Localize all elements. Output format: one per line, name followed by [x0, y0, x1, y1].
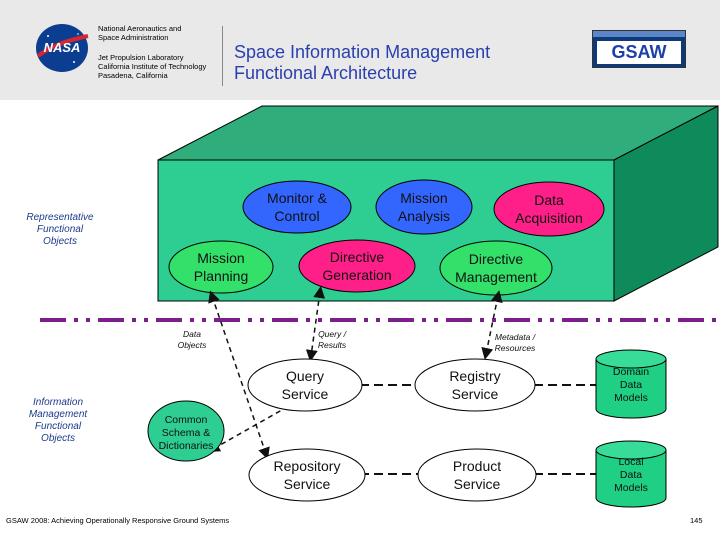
- page-number: 145: [690, 516, 703, 525]
- directive-management-label: Directive Management: [440, 241, 552, 295]
- data-acquisition-label: Data Acquisition: [494, 182, 604, 236]
- metadata-resources-label: Metadata / Resources: [482, 332, 548, 354]
- org-name: National Aeronautics and Space Administr…: [98, 24, 181, 42]
- label-line: Planning: [193, 268, 249, 284]
- label-line: Dictionaries: [158, 440, 214, 452]
- label-line: Query: [285, 368, 325, 384]
- label-line: Schema &: [161, 427, 211, 439]
- label-line: Objects: [43, 236, 77, 247]
- label-line: Query /: [318, 329, 346, 339]
- label-line: Management: [28, 409, 88, 420]
- query-results-label: Query / Results: [302, 329, 362, 351]
- local-models-label: Local Data Models: [596, 456, 666, 495]
- label-line: Results: [317, 340, 347, 350]
- directive-generation-oval: [298, 239, 416, 293]
- domain-models-label: Domain Data Models: [596, 366, 666, 405]
- page-title: Space Information Management Functional …: [234, 42, 564, 84]
- domain-models-cylinder: [595, 349, 667, 419]
- org-line: National Aeronautics and: [98, 24, 182, 33]
- label-line: Directive: [329, 249, 385, 265]
- gsaw-logo-plate: GSAW: [597, 41, 681, 64]
- org-line: Space Administration: [98, 33, 169, 42]
- title-line: Space Information Management: [234, 42, 491, 62]
- label-line: Models: [614, 482, 648, 494]
- gsaw-logo-text: GSAW: [611, 42, 667, 62]
- label-line: Acquisition: [515, 210, 583, 226]
- jpl-line: California Institute of Technology: [98, 62, 207, 71]
- label-line: Resources: [494, 343, 536, 353]
- monitor-control-label: Monitor & Control: [243, 181, 351, 233]
- label-line: Service: [451, 386, 499, 402]
- label-line: Management: [455, 269, 537, 285]
- query-results-arrow: [305, 286, 326, 362]
- label-line: Local: [618, 456, 644, 468]
- repository-service-oval: [248, 448, 366, 502]
- label-line: Data: [183, 329, 201, 339]
- label-line: Information: [32, 397, 84, 408]
- label-line: Monitor &: [267, 190, 327, 206]
- label-line: Domain: [612, 366, 650, 378]
- gsaw-logo-banner: [593, 31, 685, 37]
- product-service-label: Product Service: [418, 449, 536, 501]
- label-line: Functional: [36, 224, 84, 235]
- label-line: Metadata /: [494, 332, 536, 342]
- representative-label: Representative Functional Objects: [14, 212, 106, 248]
- label-line: Functional: [34, 421, 82, 432]
- label-line: Analysis: [397, 208, 451, 224]
- label-line: Control: [274, 208, 320, 224]
- title-line: Functional Architecture: [234, 63, 418, 83]
- label-line: Objects: [41, 433, 75, 444]
- mission-analysis-label: Mission Analysis: [376, 180, 472, 234]
- footer-citation: GSAW 2008: Achieving Operationally Respo…: [6, 516, 230, 525]
- svg-text:NASA: NASA: [44, 40, 81, 55]
- product-service-oval: [417, 448, 537, 502]
- label-line: Mission: [197, 250, 245, 266]
- registry-service-oval: [414, 358, 536, 412]
- label-line: Objects: [177, 340, 207, 350]
- schema-query-arrow: [207, 399, 302, 452]
- label-line: Repository: [273, 458, 341, 474]
- directive-generation-label: Directive Generation: [299, 240, 415, 292]
- label-line: Data: [619, 469, 643, 481]
- label-line: Data: [534, 192, 564, 208]
- registry-service-label: Registry Service: [415, 359, 535, 411]
- common-schema-oval: [147, 400, 225, 462]
- information-label: Information Management Functional Object…: [10, 397, 106, 445]
- monitor-control-oval: [242, 180, 352, 234]
- jpl-name: Jet Propulsion Laboratory California Ins…: [98, 53, 206, 80]
- data-acquisition-oval: [493, 181, 605, 237]
- label-line: Common: [164, 414, 208, 426]
- gsaw-logo: GSAW: [592, 30, 686, 68]
- common-schema-label: Common Schema & Dictionaries: [146, 414, 226, 453]
- label-line: Service: [281, 386, 329, 402]
- label-line: Service: [453, 476, 501, 492]
- query-service-oval: [247, 358, 363, 412]
- label-line: Service: [283, 476, 331, 492]
- label-line: Data: [619, 379, 643, 391]
- label-line: Registry: [449, 368, 501, 384]
- nasa-logo: NASA: [36, 24, 89, 72]
- label-line: Directive: [468, 251, 524, 267]
- label-line: Representative: [26, 212, 94, 223]
- label-line: Generation: [322, 267, 392, 283]
- jpl-line: Pasadena, California: [98, 71, 168, 80]
- repository-service-label: Repository Service: [249, 449, 365, 501]
- label-line: Mission: [400, 190, 448, 206]
- data-objects-label: Data Objects: [162, 329, 222, 351]
- label-line: Product: [452, 458, 502, 474]
- header-divider: [222, 26, 223, 86]
- jpl-line: Jet Propulsion Laboratory: [98, 53, 184, 62]
- metadata-resources-arrow: [481, 290, 503, 360]
- local-models-cylinder: [595, 440, 667, 508]
- mission-analysis-oval: [375, 179, 473, 235]
- label-line: Models: [614, 392, 648, 404]
- query-service-label: Query Service: [248, 359, 362, 411]
- mission-planning-label: Mission Planning: [169, 241, 273, 293]
